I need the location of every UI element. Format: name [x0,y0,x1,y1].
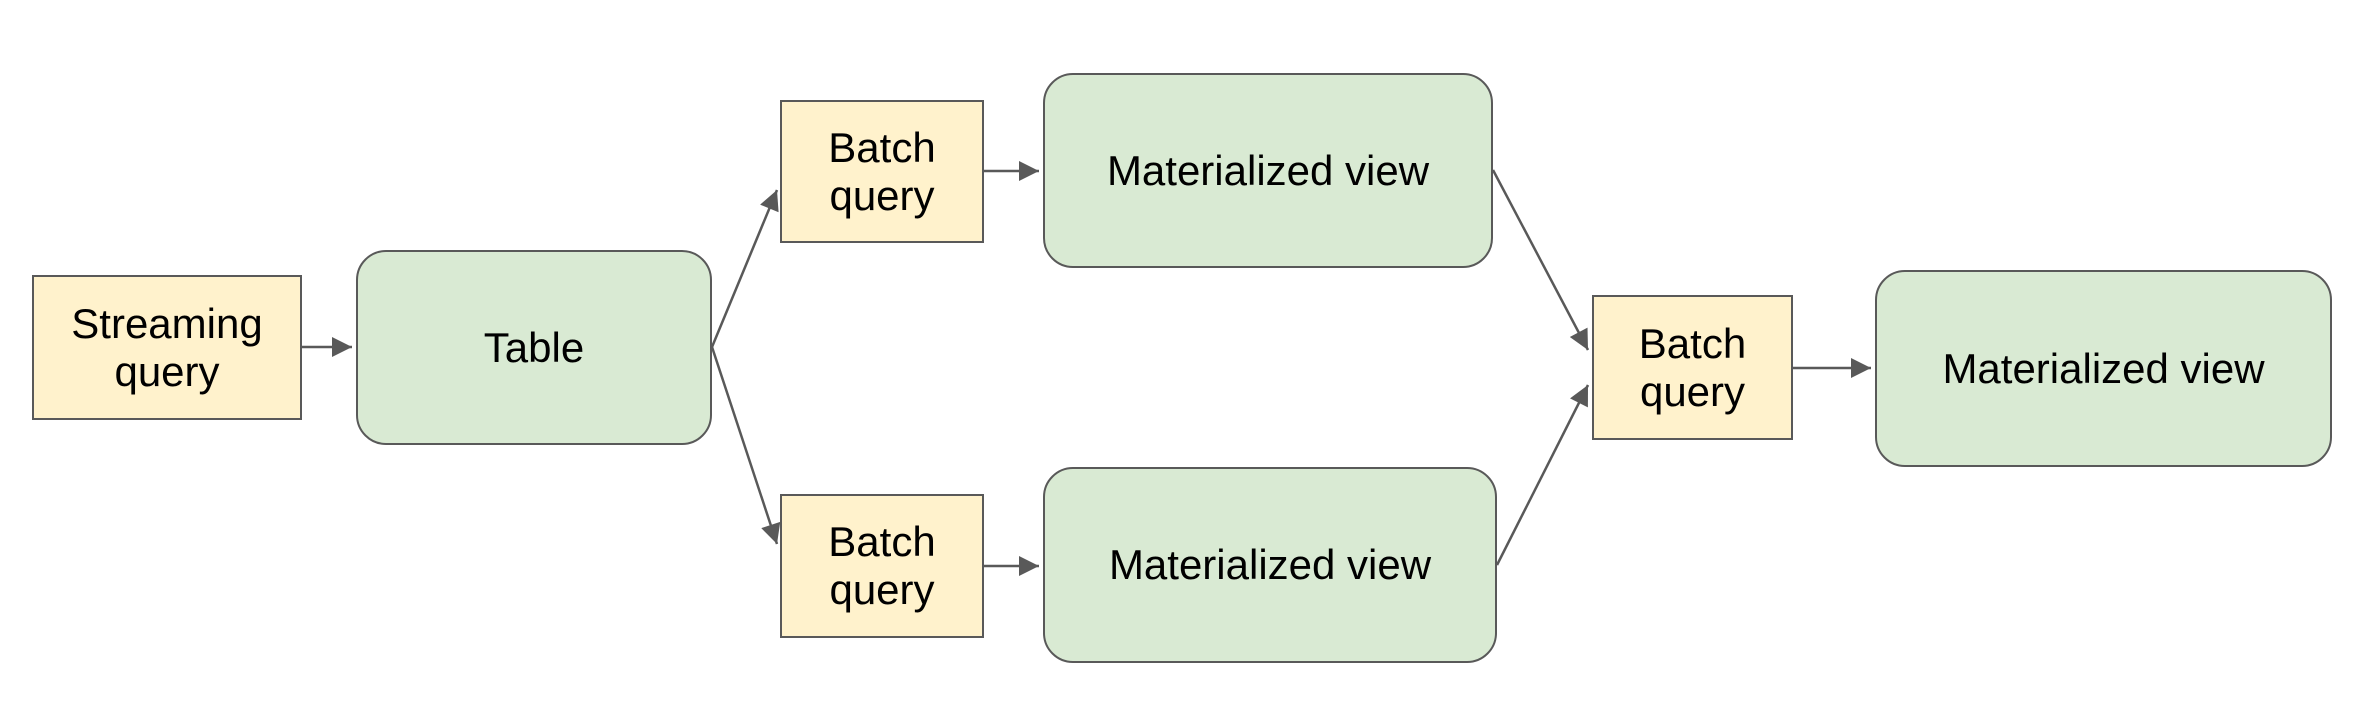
node-label: Table [483,323,585,371]
node-materialized-view-top: Materialized view [1043,73,1493,268]
node-label: Batch query [828,123,936,219]
edge-mv-top-to-batch-right [1491,169,1590,351]
node-label: Batch query [828,518,936,613]
node-batch-query-top: Batch query [780,100,984,243]
node-streaming-query: Streaming query [32,275,302,420]
edge-table-to-batch-bottom [710,346,781,545]
node-label: Materialized view [1942,344,2265,392]
node-materialized-view-bottom: Materialized view [1043,467,1497,663]
edge-table-to-batch-top [710,189,779,348]
node-batch-query-right: Batch query [1592,295,1793,440]
node-label: Materialized view [1108,541,1432,588]
node-label: Streaming query [71,299,263,395]
node-label: Batch query [1638,319,1747,415]
edge-mv-bottom-to-batch-right [1495,384,1590,566]
node-label: Materialized view [1106,146,1430,194]
node-table: Table [356,250,712,445]
node-materialized-view-final: Materialized view [1875,270,2332,467]
node-batch-query-bottom: Batch query [780,494,984,638]
